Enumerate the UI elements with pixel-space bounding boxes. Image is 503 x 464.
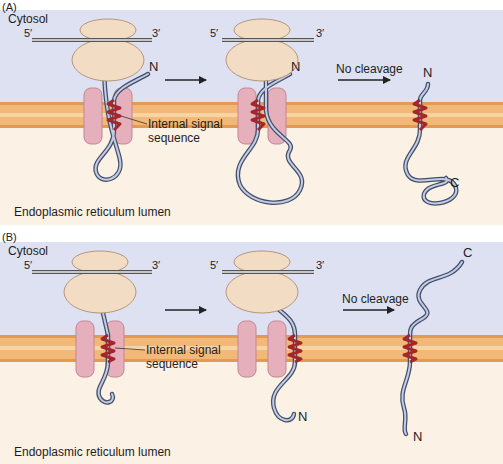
ribosome [72, 19, 144, 81]
terminus-label: C [463, 246, 472, 260]
region-label: Cytosol [8, 244, 48, 258]
mrna-end-label: 5′ [210, 258, 218, 272]
mrna-end-label: 3′ [152, 26, 160, 40]
terminus-label: C [450, 176, 459, 190]
mrna-end-label: 3′ [316, 26, 324, 40]
region-label: Endoplasmic reticulum lumen [14, 205, 171, 219]
terminus-label: N [149, 60, 158, 74]
ribosome [226, 251, 298, 313]
signal-helix [102, 100, 426, 362]
translocon [76, 321, 124, 377]
callout-label: Internal signal sequence [148, 117, 240, 145]
callout-label: Internal signal sequence [146, 343, 238, 371]
terminus-label: N [291, 60, 300, 74]
mrna-end-label: 5′ [24, 26, 32, 40]
terminus-label: N [413, 430, 422, 444]
lumen-region [0, 362, 503, 464]
mrna-end-label: 5′ [24, 258, 32, 272]
leader-line [115, 116, 147, 350]
panel-letter: (B) [2, 230, 17, 244]
mrna-strand [32, 40, 314, 272]
ribosome [64, 251, 136, 313]
mrna-end-label: 5′ [210, 26, 218, 40]
step-label: No cleavage [342, 292, 409, 306]
region-label: Endoplasmic reticulum lumen [14, 445, 171, 459]
process-arrow [165, 80, 394, 310]
panel-letter: (A) [2, 0, 17, 14]
step-label: No cleavage [336, 62, 403, 76]
mrna-end-label: 3′ [152, 258, 160, 272]
mrna-end-label: 3′ [316, 258, 324, 272]
translocon [238, 321, 286, 377]
region-label: Cytosol [8, 12, 48, 26]
ribosome [226, 19, 298, 81]
terminus-label: N [298, 410, 307, 424]
terminus-label: N [423, 66, 432, 80]
polypeptide-chain [96, 62, 462, 434]
